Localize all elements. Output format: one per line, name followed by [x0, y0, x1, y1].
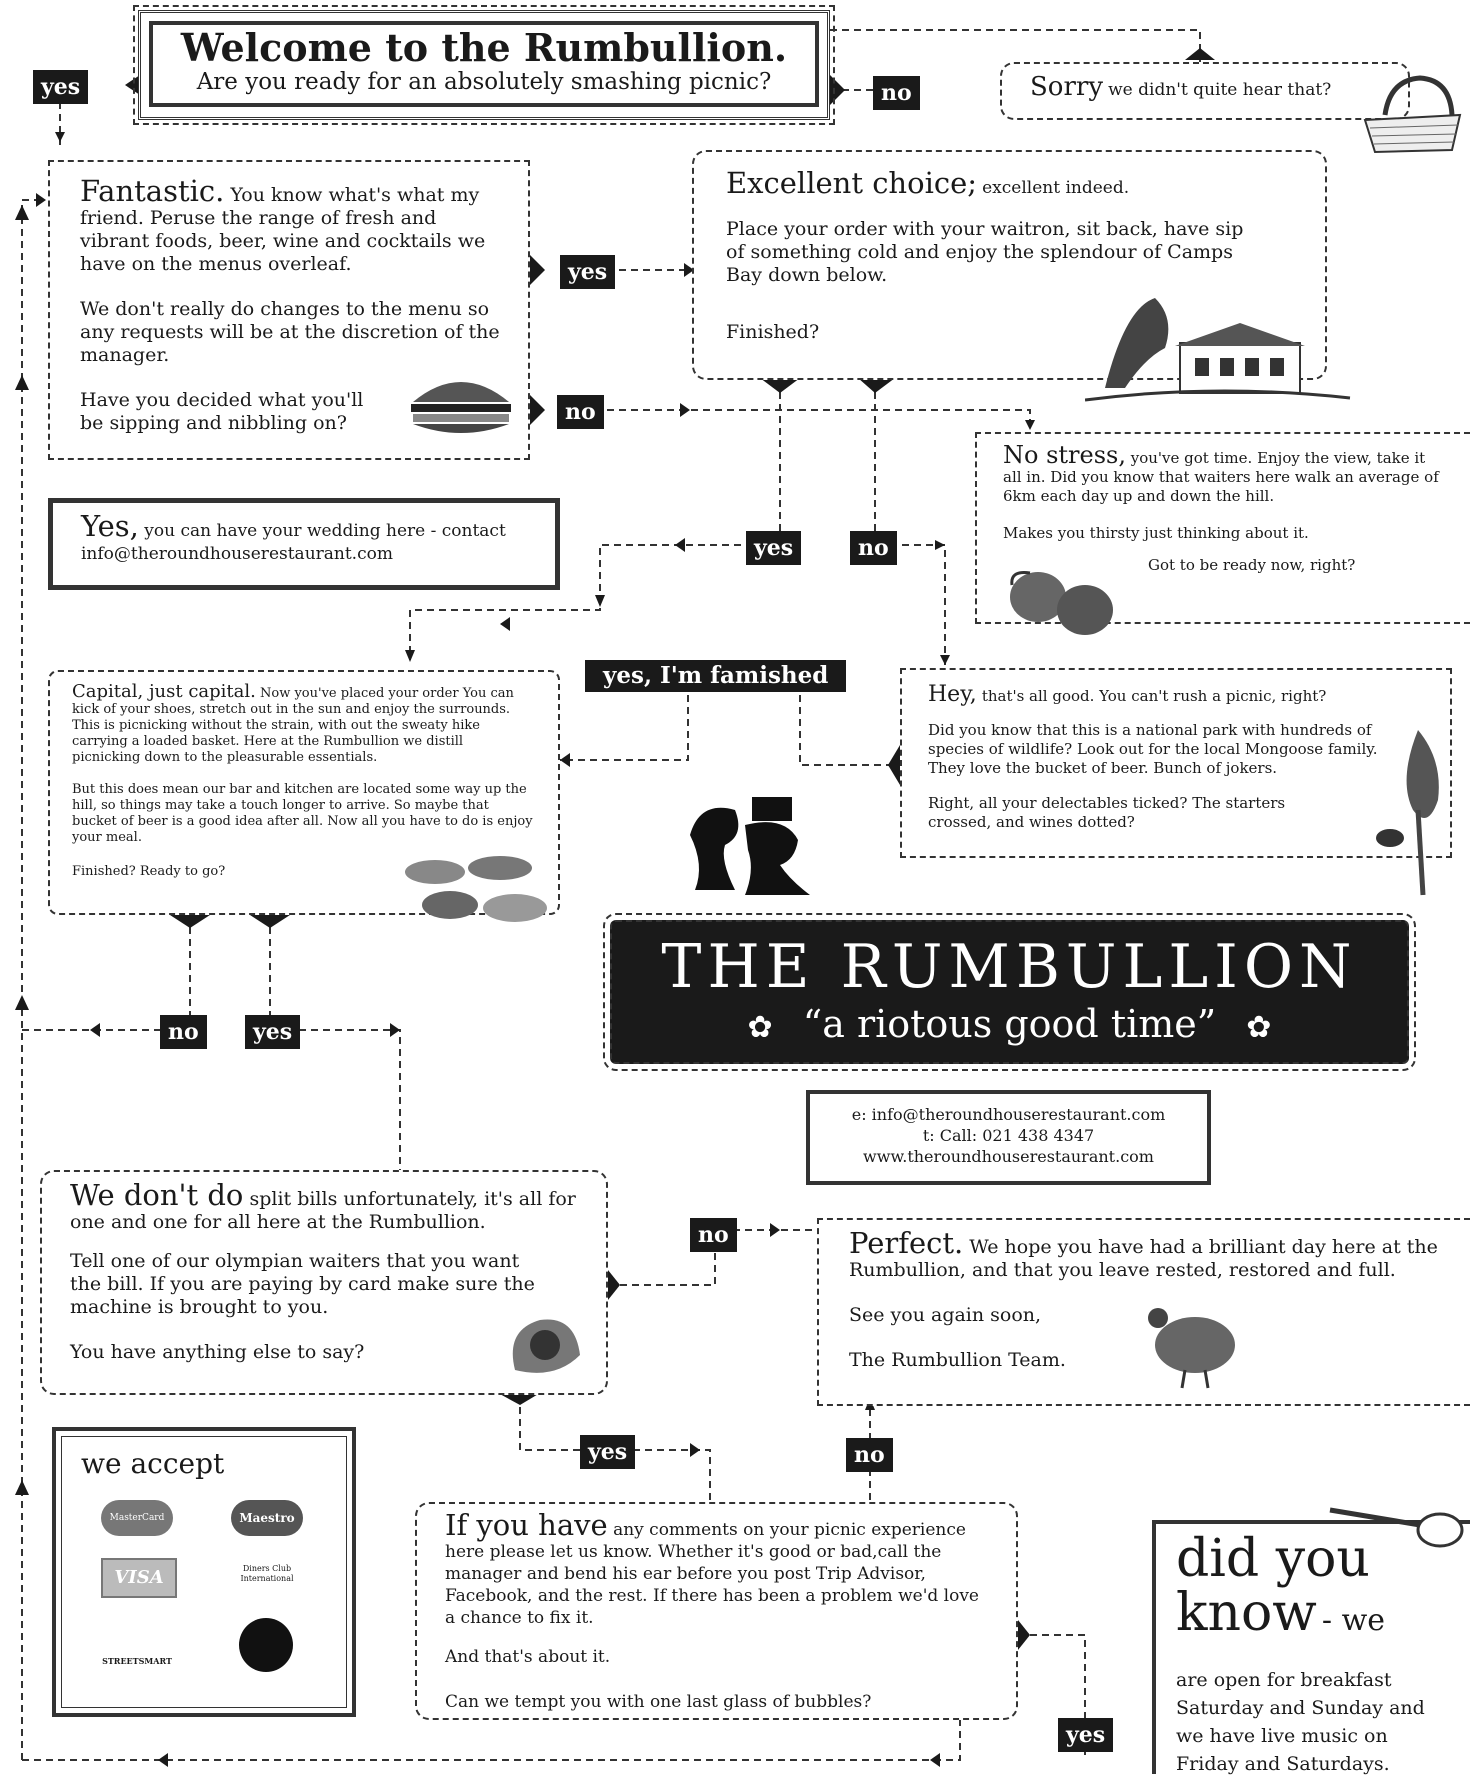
splitbills-p1: split bills unfortunately, it's all for …	[70, 1188, 576, 1233]
nostress-box: No stress, you've got time. Enjoy the vi…	[975, 432, 1470, 624]
sorry-box: Sorry we didn't quite hear that?	[1000, 62, 1410, 120]
fantastic-lead: Fantastic.	[80, 174, 225, 208]
food-bowls-illustration	[405, 856, 547, 922]
protea-flower-illustration	[512, 1319, 580, 1373]
capital-p1: Now you've placed your order You can kic…	[72, 686, 514, 765]
welcome-box: Welcome to the Rumbullion. Are you ready…	[133, 5, 835, 125]
accept-title: we accept	[81, 1447, 225, 1480]
welcome-title: Welcome to the Rumbullion.	[180, 25, 788, 70]
ifyouhave-p3: Can we tempt you with one last glass of …	[445, 1692, 872, 1712]
brand-banner: THE RUMBULLION ✿ “a riotous good time” ✿	[603, 913, 1416, 1071]
guitar-illustration	[1329, 1507, 1464, 1548]
excellent-no-label[interactable]: no	[850, 531, 897, 565]
didyouknow-box: did you know - we are open for breakfast…	[1152, 1520, 1470, 1775]
excellent-p1: Place your order with your waitron, sit …	[726, 218, 1244, 286]
perfect-p2: See you again soon,	[849, 1304, 1042, 1326]
ifyouhave-lead: If you have	[445, 1508, 608, 1542]
visa-logo: VISA	[101, 1558, 177, 1598]
brand-name: THE RUMBULLION	[661, 932, 1358, 1002]
sorry-text: we didn't quite hear that?	[1108, 80, 1332, 100]
nostress-p1: you've got time. Enjoy the view, take it…	[1003, 449, 1439, 505]
excellent-lead-small: excellent indeed.	[982, 178, 1130, 198]
contact-box: e: info@theroundhouserestaurant.com t: C…	[806, 1090, 1211, 1185]
splitbills-p2: Tell one of our olympian waiters that yo…	[70, 1250, 535, 1318]
guinea-fowl-illustration	[1148, 1308, 1235, 1389]
capital-no-label[interactable]: no	[160, 1015, 207, 1049]
splitbills-p3: You have anything else to say?	[70, 1341, 365, 1363]
nostress-p2: Makes you thirsty just thinking about it…	[1003, 524, 1309, 542]
capital-p3: Finished? Ready to go?	[72, 864, 226, 879]
didyouknow-line2: know	[1176, 1583, 1317, 1643]
maestro-logo: Maestro	[231, 1500, 303, 1536]
diners-club-logo: Diners Club International	[240, 1564, 294, 1583]
perfect-lead: Perfect.	[849, 1226, 964, 1260]
amex-logo	[239, 1618, 293, 1672]
rose-icon: ✿	[1246, 1010, 1272, 1045]
ifyouhave-no-label[interactable]: no	[846, 1438, 893, 1472]
perfect-p3: The Rumbullion Team.	[849, 1349, 1066, 1371]
roundhouse-illustration	[1085, 298, 1351, 402]
fantastic-p2: We don't really do changes to the menu s…	[80, 298, 500, 366]
capital-lead: Capital, just capital.	[72, 681, 256, 702]
splitbills-yes-label[interactable]: yes	[580, 1435, 636, 1469]
capital-p2: But this does mean our bar and kitchen a…	[72, 782, 533, 845]
burger-illustration	[411, 382, 511, 433]
nostress-lead: No stress,	[1003, 441, 1126, 469]
hey-lead: Hey,	[928, 682, 977, 707]
sorry-lead: Sorry	[1030, 72, 1104, 102]
ifyouhave-yes-label[interactable]: yes	[1058, 1718, 1114, 1752]
splitbills-no-label[interactable]: no	[690, 1218, 737, 1252]
hey-p2: Right, all your delectables ticked? The …	[928, 794, 1286, 831]
mastercard-logo: MasterCard	[101, 1500, 173, 1536]
aloe-bird-illustration	[1376, 730, 1439, 896]
welcome-yes-label[interactable]: yes	[33, 70, 89, 104]
welcome-no-label[interactable]: no	[873, 76, 920, 110]
excellent-yes-label[interactable]: yes	[746, 531, 802, 565]
picnic-basket-illustration	[1363, 75, 1462, 154]
splitbills-lead: We don't do	[70, 1178, 244, 1212]
famished-label[interactable]: yes, I'm famished	[585, 660, 847, 692]
fantastic-p1: You know what's what my friend. Peruse t…	[80, 184, 486, 275]
streetsmart-logo: STREETSMART	[102, 1656, 172, 1666]
accept-box: we accept MasterCard Maestro VISA Diners…	[52, 1427, 356, 1717]
contact-web[interactable]: www.theroundhouserestaurant.com	[863, 1147, 1154, 1166]
couple-silhouette-illustration	[690, 797, 810, 895]
didyouknow-line1: did you	[1176, 1529, 1370, 1589]
excellent-box: Excellent choice; excellent indeed. Plac…	[692, 150, 1327, 380]
contact-email[interactable]: e: info@theroundhouserestaurant.com	[851, 1105, 1166, 1124]
wedding-text: you can have your wedding here - contact…	[81, 521, 506, 564]
ifyouhave-box: If you have any comments on your picnic …	[415, 1502, 1018, 1720]
didyouknow-line2b: - we	[1321, 1603, 1386, 1638]
fantastic-no-label[interactable]: no	[557, 395, 604, 429]
perfect-p1: We hope you have had a brilliant day her…	[849, 1236, 1438, 1281]
hey-lead-small: that's all good. You can't rush a picnic…	[981, 687, 1327, 705]
hey-p1: Did you know that this is a national par…	[928, 721, 1378, 777]
beer-mugs-illustration	[1010, 571, 1113, 635]
excellent-lead: Excellent choice;	[726, 166, 978, 200]
welcome-subtitle: Are you ready for an absolutely smashing…	[196, 69, 772, 95]
fantastic-yes-label[interactable]: yes	[560, 255, 616, 289]
capital-yes-label[interactable]: yes	[245, 1015, 301, 1049]
ifyouhave-p1: any comments on your picnic experience h…	[445, 1520, 979, 1628]
wedding-box: Yes, you can have your wedding here - co…	[48, 498, 560, 590]
nostress-p3: Got to be ready now, right?	[1148, 556, 1356, 574]
perfect-box: Perfect. We hope you have had a brillian…	[817, 1218, 1470, 1406]
didyouknow-text: are open for breakfast Saturday and Sund…	[1176, 1669, 1425, 1775]
wedding-lead: Yes,	[81, 509, 139, 543]
excellent-p2: Finished?	[726, 321, 820, 343]
contact-phone[interactable]: t: Call: 021 438 4347	[922, 1126, 1095, 1145]
hey-box: Hey, that's all good. You can't rush a p…	[900, 668, 1452, 858]
brand-tagline: “a riotous good time”	[802, 1002, 1217, 1046]
fantastic-p3: Have you decided what you'll be sipping …	[80, 389, 364, 434]
rose-icon: ✿	[747, 1010, 773, 1045]
ifyouhave-p2: And that's about it.	[445, 1647, 611, 1667]
